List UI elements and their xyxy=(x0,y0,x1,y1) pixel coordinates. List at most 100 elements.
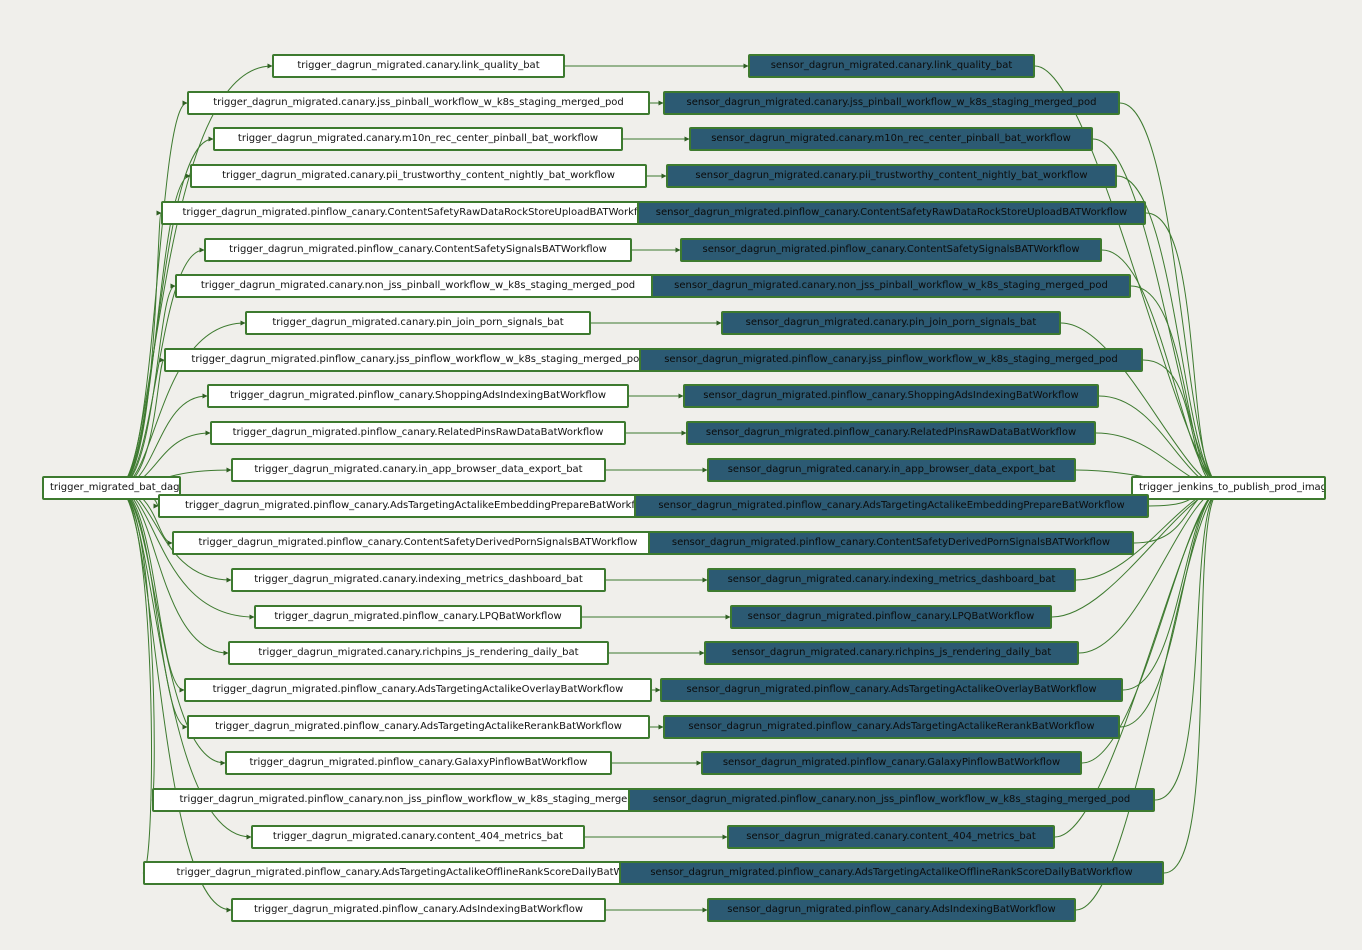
sensor-task-label: sensor_dagrun_migrated.pinflow_canary.Ad… xyxy=(650,867,1133,878)
trigger-task-node[interactable]: trigger_dagrun_migrated.pinflow_canary.G… xyxy=(225,751,612,775)
sensor-task-label: sensor_dagrun_migrated.pinflow_canary.Ga… xyxy=(722,757,1061,768)
trigger-task-label: trigger_dagrun_migrated.pinflow_canary.A… xyxy=(215,721,622,732)
sensor-task-label: sensor_dagrun_migrated.canary.pin_join_p… xyxy=(745,317,1037,328)
sensor-task-label: sensor_dagrun_migrated.pinflow_canary.Co… xyxy=(702,244,1080,255)
sensor-task-label: sensor_dagrun_migrated.pinflow_canary.Co… xyxy=(671,537,1111,548)
sensor-task-label: sensor_dagrun_migrated.pinflow_canary.js… xyxy=(664,354,1118,365)
sensor-task-node[interactable]: sensor_dagrun_migrated.pinflow_canary.Ad… xyxy=(660,678,1123,702)
trigger-task-node[interactable]: trigger_dagrun_migrated.pinflow_canary.C… xyxy=(204,238,632,262)
trigger-task-node[interactable]: trigger_dagrun_migrated.pinflow_canary.j… xyxy=(164,348,673,372)
trigger-task-label: trigger_dagrun_migrated.pinflow_canary.S… xyxy=(229,390,607,401)
trigger-task-label: trigger_dagrun_migrated.canary.content_4… xyxy=(272,831,564,842)
edge-sensor-to-end xyxy=(1054,485,1224,838)
edge-sensor-to-end xyxy=(1092,138,1224,491)
sensor-task-node[interactable]: sensor_dagrun_migrated.canary.richpins_j… xyxy=(704,641,1079,665)
edge-sensor-to-end xyxy=(1145,212,1224,491)
trigger-task-node[interactable]: trigger_dagrun_migrated.pinflow_canary.L… xyxy=(254,605,582,629)
edge-sensor-to-end xyxy=(1081,485,1224,764)
sensor-task-node[interactable]: sensor_dagrun_migrated.pinflow_canary.Ad… xyxy=(663,715,1120,739)
sensor-task-node[interactable]: sensor_dagrun_migrated.pinflow_canary.no… xyxy=(628,788,1155,812)
trigger-task-node[interactable]: trigger_dagrun_migrated.canary.content_4… xyxy=(251,825,585,849)
trigger-task-node[interactable]: trigger_dagrun_migrated.pinflow_canary.A… xyxy=(143,861,693,885)
root-task-label: trigger_migrated_bat_dags xyxy=(50,482,181,493)
trigger-task-label: trigger_dagrun_migrated.pinflow_canary.G… xyxy=(249,757,588,768)
edge-sensor-to-end xyxy=(1130,285,1224,491)
sensor-task-node[interactable]: sensor_dagrun_migrated.pinflow_canary.Re… xyxy=(686,421,1096,445)
trigger-task-node[interactable]: trigger_dagrun_migrated.canary.indexing_… xyxy=(231,568,606,592)
trigger-task-label: trigger_dagrun_migrated.pinflow_canary.L… xyxy=(274,611,562,622)
sensor-task-node[interactable]: sensor_dagrun_migrated.canary.indexing_m… xyxy=(707,568,1076,592)
edge-sensor-to-end xyxy=(1163,485,1224,874)
trigger-task-node[interactable]: trigger_dagrun_migrated.pinflow_canary.S… xyxy=(207,384,629,408)
trigger-task-node[interactable]: trigger_dagrun_migrated.pinflow_canary.n… xyxy=(152,788,685,812)
trigger-task-node[interactable]: trigger_dagrun_migrated.canary.in_app_br… xyxy=(231,458,606,482)
trigger-task-label: trigger_dagrun_migrated.pinflow_canary.A… xyxy=(176,867,660,878)
trigger-task-node[interactable]: trigger_dagrun_migrated.canary.m10n_rec_… xyxy=(213,127,623,151)
sensor-task-node[interactable]: sensor_dagrun_migrated.canary.non_jss_pi… xyxy=(651,274,1131,298)
trigger-task-node[interactable]: trigger_dagrun_migrated.pinflow_canary.A… xyxy=(184,678,652,702)
sensor-task-label: sensor_dagrun_migrated.canary.in_app_bro… xyxy=(727,464,1056,475)
edge-root-to-trigger xyxy=(116,487,152,876)
trigger-task-node[interactable]: trigger_dagrun_migrated.pinflow_canary.R… xyxy=(210,421,626,445)
trigger-task-node[interactable]: trigger_dagrun_migrated.canary.link_qual… xyxy=(272,54,565,78)
trigger-task-node[interactable]: trigger_dagrun_migrated.pinflow_canary.A… xyxy=(158,494,679,518)
trigger-task-label: trigger_dagrun_migrated.pinflow_canary.n… xyxy=(179,794,658,805)
trigger-task-label: trigger_dagrun_migrated.pinflow_canary.A… xyxy=(185,500,652,511)
sensor-task-label: sensor_dagrun_migrated.pinflow_canary.no… xyxy=(652,794,1131,805)
sensor-task-label: sensor_dagrun_migrated.pinflow_canary.Ad… xyxy=(686,684,1097,695)
trigger-task-node[interactable]: trigger_dagrun_migrated.pinflow_canary.C… xyxy=(161,201,676,225)
sensor-task-node[interactable]: sensor_dagrun_migrated.pinflow_canary.Ga… xyxy=(701,751,1082,775)
trigger-task-label: trigger_dagrun_migrated.pinflow_canary.A… xyxy=(253,904,584,915)
sensor-task-node[interactable]: sensor_dagrun_migrated.pinflow_canary.Sh… xyxy=(683,384,1099,408)
edge-sensor-to-end xyxy=(1154,485,1224,801)
sensor-task-node[interactable]: sensor_dagrun_migrated.pinflow_canary.Ad… xyxy=(634,494,1149,518)
trigger-task-label: trigger_dagrun_migrated.canary.m10n_rec_… xyxy=(237,133,599,144)
edge-root-to-trigger xyxy=(116,210,162,489)
sensor-task-label: sensor_dagrun_migrated.canary.link_quali… xyxy=(770,60,1013,71)
edge-root-to-trigger xyxy=(116,136,214,489)
trigger-task-node[interactable]: trigger_dagrun_migrated.canary.richpins_… xyxy=(228,641,609,665)
end-task-label: trigger_jenkins_to_publish_prod_image xyxy=(1139,482,1326,493)
sensor-task-label: sensor_dagrun_migrated.canary.m10n_rec_c… xyxy=(711,133,1071,144)
sensor-task-node[interactable]: sensor_dagrun_migrated.canary.pin_join_p… xyxy=(721,311,1061,335)
sensor-task-node[interactable]: sensor_dagrun_migrated.pinflow_canary.Co… xyxy=(637,201,1146,225)
sensor-task-node[interactable]: sensor_dagrun_migrated.canary.in_app_bro… xyxy=(707,458,1076,482)
trigger-task-label: trigger_dagrun_migrated.pinflow_canary.C… xyxy=(182,207,655,218)
sensor-task-node[interactable]: sensor_dagrun_migrated.pinflow_canary.Ad… xyxy=(707,898,1076,922)
edge-sensor-to-end xyxy=(1119,102,1224,491)
trigger-task-node[interactable]: trigger_dagrun_migrated.pinflow_canary.A… xyxy=(187,715,650,739)
edge-root-to-trigger xyxy=(116,357,165,489)
sensor-task-node[interactable]: sensor_dagrun_migrated.pinflow_canary.LP… xyxy=(730,605,1052,629)
sensor-task-label: sensor_dagrun_migrated.canary.content_40… xyxy=(746,831,1036,842)
trigger-task-node[interactable]: trigger_dagrun_migrated.canary.pii_trust… xyxy=(190,164,647,188)
trigger-task-label: trigger_dagrun_migrated.pinflow_canary.C… xyxy=(229,244,607,255)
sensor-task-node[interactable]: sensor_dagrun_migrated.pinflow_canary.Co… xyxy=(648,531,1134,555)
sensor-task-label: sensor_dagrun_migrated.pinflow_canary.Ad… xyxy=(688,721,1095,732)
edge-root-to-trigger xyxy=(116,487,226,766)
trigger-task-label: trigger_dagrun_migrated.pinflow_canary.R… xyxy=(232,427,604,438)
trigger-task-node[interactable]: trigger_dagrun_migrated.canary.non_jss_p… xyxy=(175,274,661,298)
sensor-task-node[interactable]: sensor_dagrun_migrated.canary.link_quali… xyxy=(748,54,1035,78)
trigger-task-node[interactable]: trigger_dagrun_migrated.canary.jss_pinba… xyxy=(187,91,650,115)
edge-root-to-trigger xyxy=(116,487,232,913)
end-task-node[interactable]: trigger_jenkins_to_publish_prod_image xyxy=(1131,476,1326,500)
sensor-task-node[interactable]: sensor_dagrun_migrated.pinflow_canary.Co… xyxy=(680,238,1102,262)
trigger-task-label: trigger_dagrun_migrated.pinflow_canary.j… xyxy=(191,354,646,365)
trigger-task-node[interactable]: trigger_dagrun_migrated.pinflow_canary.C… xyxy=(172,531,664,555)
trigger-task-label: trigger_dagrun_migrated.canary.non_jss_p… xyxy=(200,280,636,291)
trigger-task-label: trigger_dagrun_migrated.canary.pin_join_… xyxy=(272,317,564,328)
trigger-task-label: trigger_dagrun_migrated.pinflow_canary.C… xyxy=(198,537,638,548)
sensor-task-node[interactable]: sensor_dagrun_migrated.canary.pii_trustw… xyxy=(666,164,1117,188)
sensor-task-label: sensor_dagrun_migrated.canary.jss_pinbal… xyxy=(686,97,1097,108)
sensor-task-node[interactable]: sensor_dagrun_migrated.canary.m10n_rec_c… xyxy=(689,127,1093,151)
root-task-node[interactable]: trigger_migrated_bat_dags xyxy=(42,476,181,500)
sensor-task-node[interactable]: sensor_dagrun_migrated.canary.jss_pinbal… xyxy=(663,91,1120,115)
trigger-task-node[interactable]: trigger_dagrun_migrated.pinflow_canary.A… xyxy=(231,898,606,922)
sensor-task-node[interactable]: sensor_dagrun_migrated.canary.content_40… xyxy=(727,825,1055,849)
sensor-task-label: sensor_dagrun_migrated.canary.non_jss_pi… xyxy=(674,280,1108,291)
sensor-task-node[interactable]: sensor_dagrun_migrated.pinflow_canary.Ad… xyxy=(619,861,1164,885)
sensor-task-node[interactable]: sensor_dagrun_migrated.pinflow_canary.js… xyxy=(639,348,1143,372)
edge-root-to-trigger xyxy=(116,487,188,730)
trigger-task-node[interactable]: trigger_dagrun_migrated.canary.pin_join_… xyxy=(245,311,591,335)
edge-sensor-to-end xyxy=(1075,485,1224,911)
